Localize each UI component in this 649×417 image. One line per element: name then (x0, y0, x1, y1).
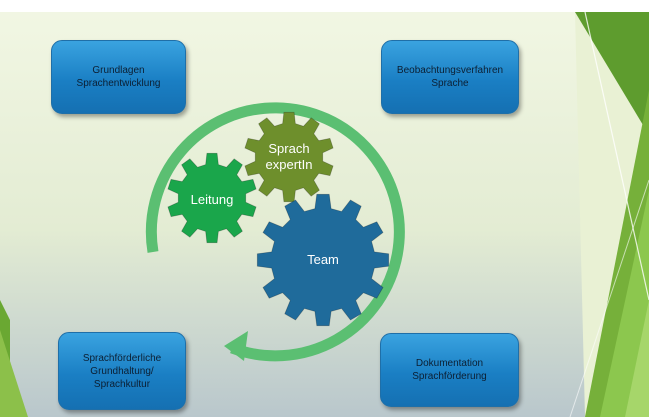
right-facet-pale (625, 300, 649, 417)
box-text-line: Sprachförderung (412, 371, 487, 382)
left-accent-light (0, 330, 28, 417)
box-text-line: Grundlagen (92, 65, 145, 76)
top-strip (0, 0, 649, 12)
gear-sprach-shape (244, 111, 334, 203)
gear-label-sprach-expertin: Sprach expertIn (254, 141, 324, 174)
box-text-line: Sprache (431, 78, 469, 89)
box-dokumentation-sprachfoerderung: Dokumentation Sprachförderung (380, 333, 519, 407)
gear-label-line: Sprach (268, 141, 310, 156)
gear-leitung-shape (167, 152, 257, 244)
gear-label-line: expertIn (265, 157, 313, 173)
cycle-arrow (145, 102, 405, 362)
right-facet-dark (575, 12, 649, 135)
gear-team (256, 193, 390, 327)
box-text-line: Sprachentwicklung (76, 78, 161, 89)
box-text-line: Sprachförderliche (82, 352, 162, 364)
box-text-line: Beobachtungsverfahren (396, 65, 504, 76)
box-text-line: Grundhaltung/ (90, 365, 154, 377)
gear-label-leitung: Leitung (190, 192, 234, 207)
box-text-line: Sprachkultur (93, 378, 151, 390)
gear-team-shape (256, 193, 390, 327)
right-facet-line-2 (569, 179, 649, 417)
cycle-arrow-head (224, 331, 248, 361)
gear-leitung (167, 152, 257, 244)
gear-label-team: Team (307, 252, 339, 267)
box-grundlagen-sprachentwicklung: Grundlagen Sprachentwicklung (51, 40, 186, 114)
right-facet-line (584, 11, 649, 301)
box-beobachtungsverfahren-sprache: Beobachtungsverfahren Sprache (381, 40, 519, 114)
box-text-line: Dokumentation (415, 358, 484, 369)
gear-sprach-expertin (244, 111, 334, 203)
box-sprachfoerderliche-grundhaltung: Sprachförderliche Grundhaltung/ Sprachku… (58, 332, 186, 410)
